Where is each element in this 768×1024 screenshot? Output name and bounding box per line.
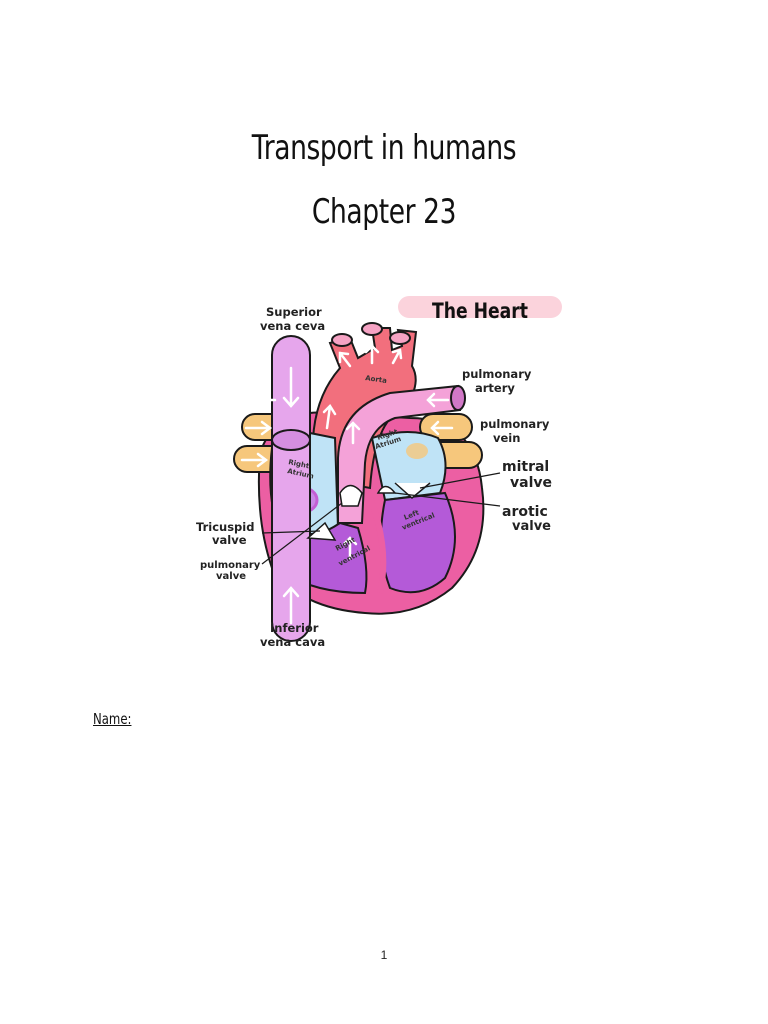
pulmonary-vein-label-2: vein: [493, 431, 520, 445]
arotic-valve-label-1: arotic: [502, 504, 548, 520]
blood-flow-arrows: [240, 344, 454, 625]
left-ventricle: [380, 491, 456, 594]
aortic-valve-shape: [376, 485, 397, 494]
heart-diagram: The Heart Aorta: [196, 296, 562, 649]
vena-cava-junction: [271, 429, 311, 451]
inferior-vena-cava-label-2: vena cava: [260, 635, 325, 649]
heading-highlight: [398, 296, 562, 318]
tricuspid-valve: [306, 521, 337, 541]
pulmonary-artery-label-1: pulmonary: [462, 367, 532, 381]
inferior-vena-cava-label-1: Inferior: [270, 621, 319, 635]
pulmonary-valve-label-2: valve: [216, 571, 246, 582]
tricuspid-valve-label-1: Tricuspid: [196, 520, 254, 534]
superior-vena-cava-label-2: vena ceva: [260, 319, 325, 333]
pulmonary-valve-shape: [339, 484, 363, 507]
tricuspid-valve-label-2: valve: [212, 533, 247, 547]
mitral-valve-label-2: valve: [510, 475, 552, 491]
chapter-title: Chapter 23: [311, 192, 457, 232]
diagram-heading: The Heart: [432, 298, 528, 323]
aorta-label: Aorta: [365, 374, 388, 385]
septum: [367, 496, 387, 594]
mitral-valve-label-1: mitral: [502, 459, 549, 475]
leader-lines: [261, 472, 501, 565]
pulmonary-vein-label-1: pulmonary: [480, 417, 550, 431]
left-atrium-spot: [406, 443, 428, 459]
superior-vena-cava-label-1: Superior: [266, 305, 322, 319]
name-field-label: Name:: [93, 710, 132, 728]
pulmonary-artery-label-2: artery: [475, 381, 515, 395]
document-title: Transport in humans: [251, 128, 517, 168]
aorta-opening-3: [389, 331, 411, 345]
aorta-opening-1: [331, 333, 353, 347]
arotic-valve-label-2: valve: [512, 519, 551, 534]
page-number: 1: [380, 948, 388, 962]
pulmonary-artery-end: [450, 385, 466, 411]
vena-cava: [271, 335, 311, 642]
pulmonary-valve-label-1: pulmonary: [200, 560, 261, 571]
mitral-valve-shape: [394, 482, 431, 499]
aorta-opening-2: [361, 322, 383, 336]
